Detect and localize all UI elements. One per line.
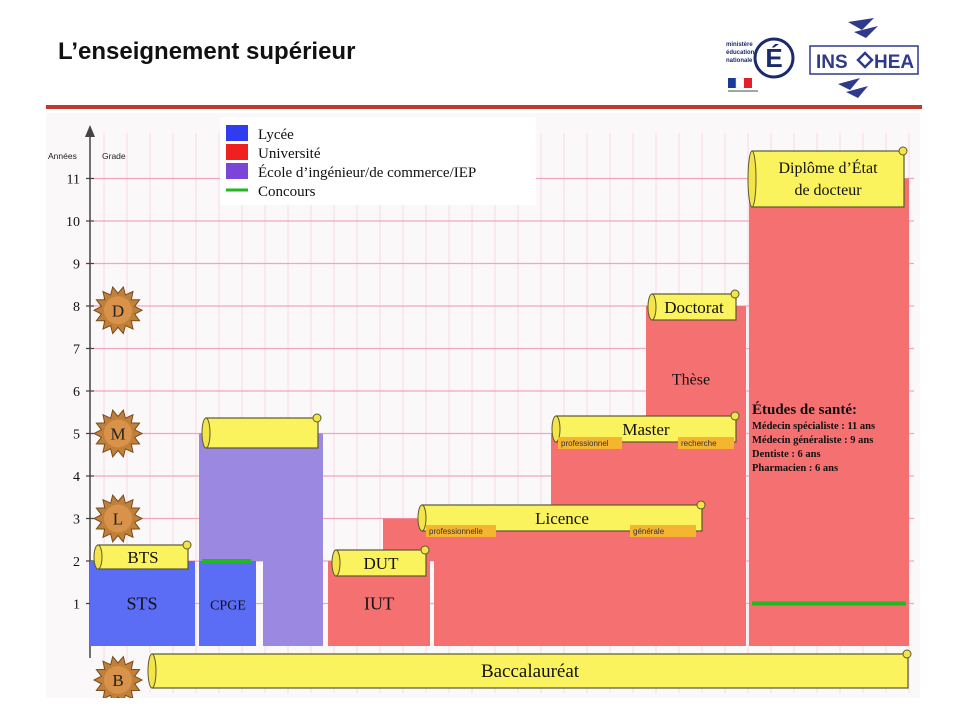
scroll-curl-right xyxy=(696,500,706,510)
block-label-sts: STS xyxy=(126,594,157,614)
legend-label-0: Lycée xyxy=(258,127,294,143)
y-tick-label: 1 xyxy=(73,598,80,613)
ministry-letter: É xyxy=(765,43,782,73)
tag-label-master_rech: recherche xyxy=(681,439,717,448)
scroll-baccalaureat xyxy=(151,653,909,689)
block-these xyxy=(646,306,746,646)
tag-label-licence_gen: générale xyxy=(633,527,665,536)
scroll-curl-left xyxy=(647,293,657,321)
block-ecole xyxy=(263,433,323,646)
sante-line: Dentiste : 6 ans xyxy=(752,449,821,460)
scroll-curl-right xyxy=(730,289,740,299)
scroll-label-baccalaureat: Baccalauréat xyxy=(481,661,580,682)
legend-label-2: École d’ingénieur/de commerce/IEP xyxy=(258,164,476,181)
grade-gear-core xyxy=(104,666,132,694)
block-label-cpge: CPGE xyxy=(210,599,246,614)
slide-title: L’enseignement supérieur xyxy=(58,38,356,65)
scroll-curl-right xyxy=(312,413,322,423)
sante-title: Études de santé: xyxy=(752,401,857,418)
legend-label-1: Université xyxy=(258,146,321,162)
block-label-these: Thèse xyxy=(672,371,710,388)
scroll-curl-right xyxy=(898,146,908,156)
title-rule xyxy=(46,105,922,109)
y-tick-label: 4 xyxy=(73,470,80,485)
scroll-curl-left xyxy=(93,544,103,570)
y-tick-label: 3 xyxy=(73,513,80,528)
grade-gear-core xyxy=(104,504,132,533)
y-tick-label: 6 xyxy=(73,385,80,400)
block-sante xyxy=(749,178,909,646)
sante-line: Médecin spécialiste : 11 ans xyxy=(752,421,875,432)
scroll-label-dut: DUT xyxy=(364,554,400,573)
scroll-label-bts: BTS xyxy=(127,548,158,567)
grade-letter-d: D xyxy=(112,301,124,320)
tag-licence_pro xyxy=(426,525,496,537)
scroll-curl-left xyxy=(417,504,427,532)
y-tick-label: 7 xyxy=(73,343,80,358)
inshea-left: INS xyxy=(816,52,848,73)
y-tick-label: 8 xyxy=(73,300,80,315)
ministry-line-1: ministère xyxy=(726,42,753,48)
scroll-curl-right xyxy=(420,545,430,555)
scroll-label-licence: Licence xyxy=(535,509,589,528)
block-label-iut: IUT xyxy=(364,594,394,614)
scroll-doctorat xyxy=(651,293,737,321)
scroll-diplome xyxy=(751,150,905,208)
legend-swatch-2 xyxy=(226,163,248,179)
scroll-curl-right xyxy=(182,540,192,550)
block-sts xyxy=(90,561,195,646)
inshea-logo-icon: INS HEA xyxy=(809,18,919,98)
y-tick-label: 11 xyxy=(67,173,80,188)
legend-swatch-1 xyxy=(226,144,248,160)
tag-master_pro xyxy=(558,437,622,449)
scroll-curl-left xyxy=(147,653,157,689)
ministry-logo-icon: ministère éducation nationale É xyxy=(726,37,795,92)
inshea-right: HEA xyxy=(874,52,914,73)
scroll-curl-right xyxy=(730,411,740,421)
scroll-curl-right xyxy=(902,649,912,659)
legend-panel xyxy=(220,117,536,205)
scroll-ecole xyxy=(205,417,319,449)
ministry-line-2: éducation xyxy=(726,50,755,56)
block-cpge xyxy=(199,561,256,646)
grade-gear-core xyxy=(104,296,132,325)
y-tick-label: 9 xyxy=(73,258,80,273)
scroll-curl-left xyxy=(551,415,561,443)
scroll-label-diplome: Diplôme d’État xyxy=(778,158,878,177)
sante-line: Pharmacien : 6 ans xyxy=(752,463,838,474)
tag-master_rech xyxy=(678,437,734,449)
ministry-line-3: nationale xyxy=(726,58,753,64)
y-tick-label: 10 xyxy=(66,215,80,230)
y-tick-label: 5 xyxy=(73,428,80,443)
sante-line: Médecin généraliste : 9 ans xyxy=(752,435,873,446)
scroll-curl-left xyxy=(331,549,341,577)
axis-label-grade: Grade xyxy=(102,151,126,161)
scroll-curl-left xyxy=(747,150,757,208)
y-axis-arrow-icon xyxy=(85,125,95,137)
legend-label-3: Concours xyxy=(258,184,316,200)
scroll-label-doctorat: Doctorat xyxy=(664,298,724,317)
grade-letter-m: M xyxy=(110,425,125,444)
scroll-label2-diplome: de docteur xyxy=(794,182,862,199)
scroll-curl-left xyxy=(201,417,211,449)
scroll-label-master: Master xyxy=(622,420,670,439)
grade-letter-l: L xyxy=(113,510,123,529)
tag-label-master_pro: professionnel xyxy=(561,439,609,448)
tag-licence_gen xyxy=(630,525,696,537)
grade-gear-core xyxy=(104,419,132,448)
y-tick-label: 2 xyxy=(73,555,80,570)
tag-label-licence_pro: professionnelle xyxy=(429,527,483,536)
axis-label-annees: Années xyxy=(48,151,77,161)
grade-letter-b: B xyxy=(112,671,123,690)
legend-swatch-0 xyxy=(226,125,248,141)
